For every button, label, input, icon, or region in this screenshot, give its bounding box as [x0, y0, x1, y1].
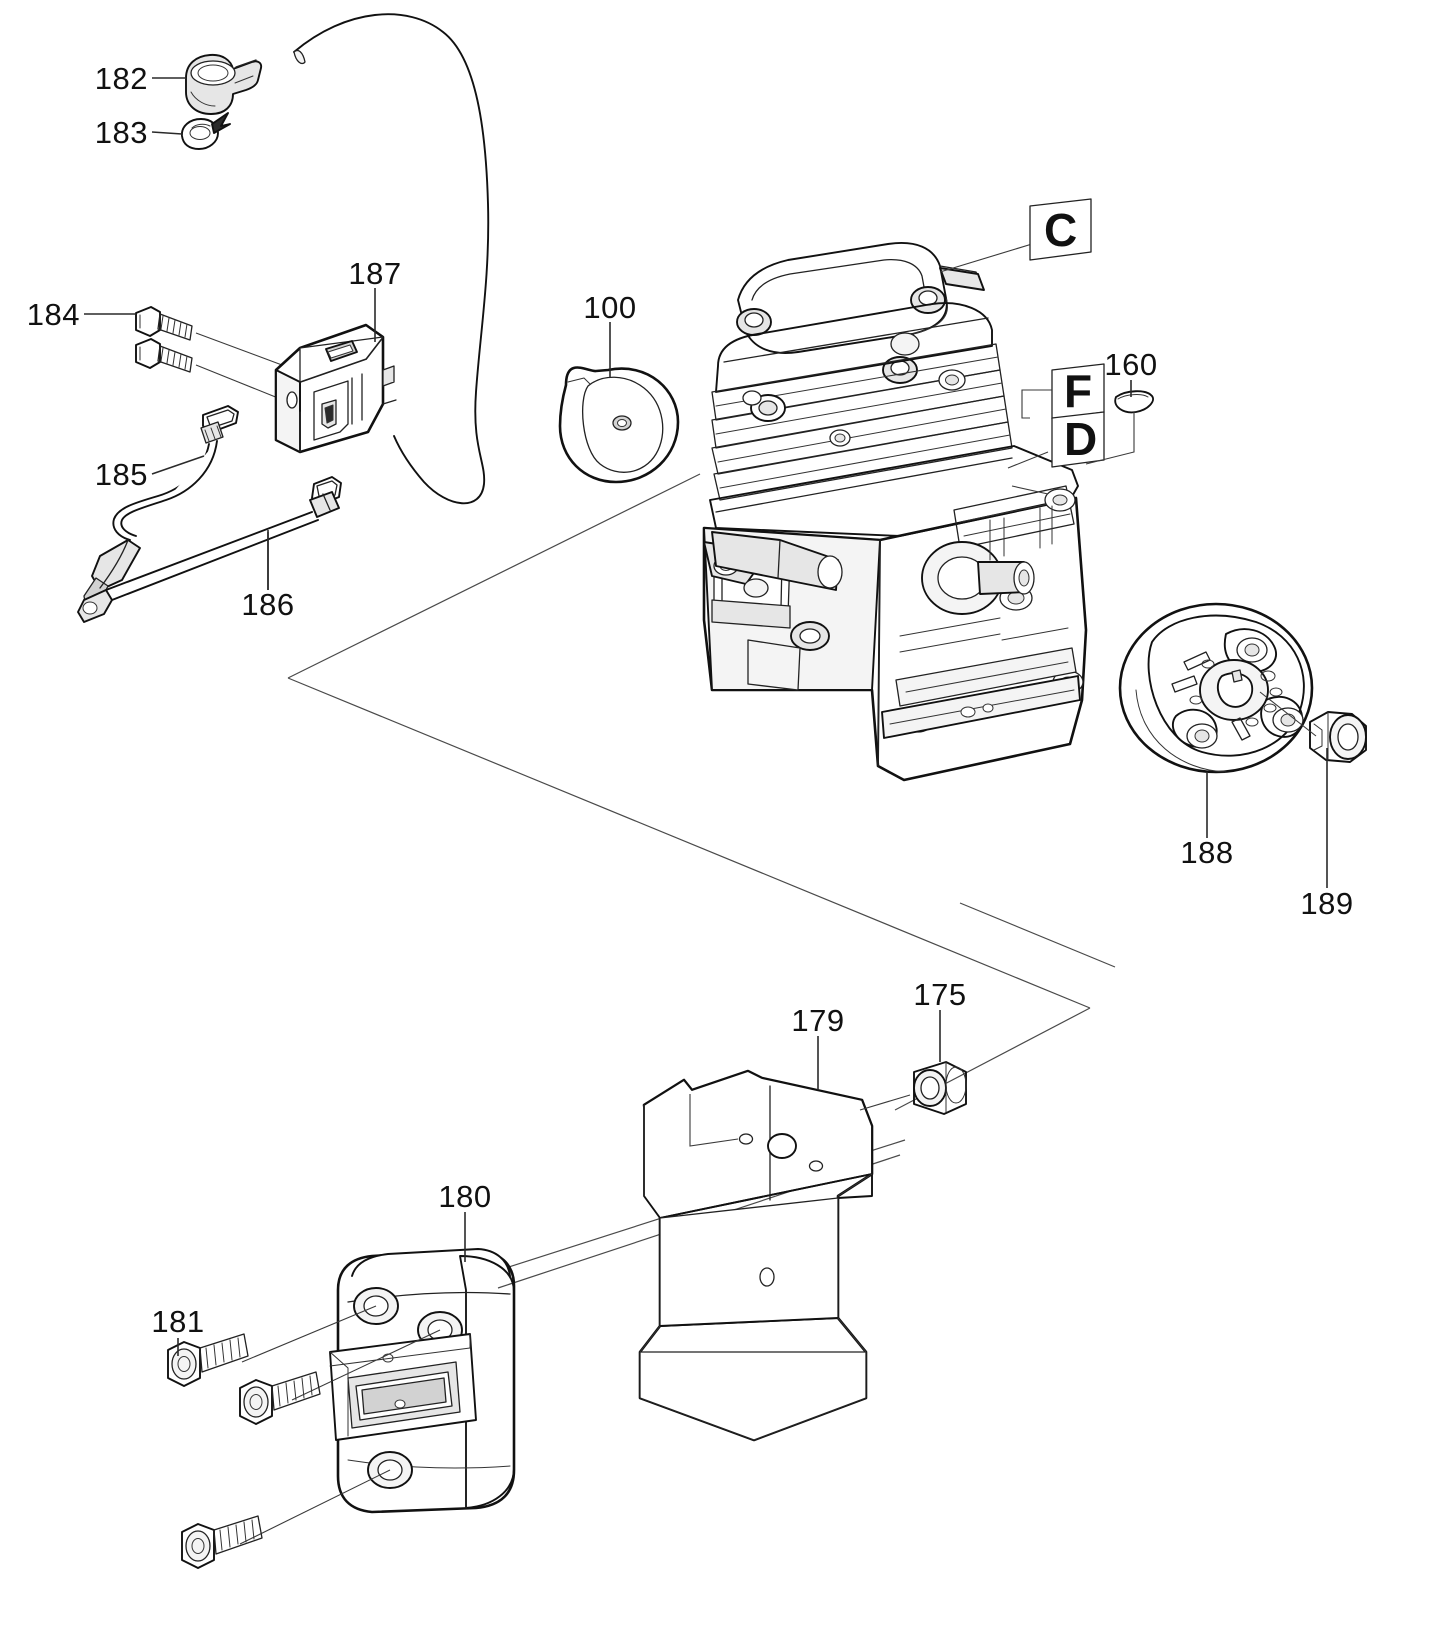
muffler-bolt-1 — [167, 1333, 249, 1387]
muffler-bolt-3 — [181, 1515, 263, 1569]
callout-187: 187 — [348, 256, 401, 291]
callout-leader-lines — [84, 77, 1328, 1356]
stop-switch-wire — [77, 476, 342, 623]
reference-letter-C: C — [1044, 204, 1077, 256]
exhaust-spacer-part — [913, 1061, 967, 1115]
callout-184: 184 — [27, 297, 80, 332]
callout-183: 183 — [95, 115, 148, 150]
reference-box-F: F — [1021, 363, 1105, 420]
callout-188: 188 — [1180, 835, 1233, 870]
callout-labels: 182 183 184 185 186 187 100 160 188 189 … — [27, 61, 1353, 1339]
clutch-assembly-part — [1118, 602, 1314, 774]
woodruff-key-part — [1085, 390, 1154, 465]
muffler-bolts — [167, 1333, 321, 1569]
reference-box-D: D — [1051, 411, 1105, 468]
reference-letter-D: D — [1064, 413, 1097, 465]
flange-nut-part — [1259, 691, 1367, 763]
callout-100: 100 — [583, 290, 636, 325]
coil-mounting-screws — [135, 306, 283, 399]
callout-175: 175 — [913, 977, 966, 1012]
ground-lead-wire — [83, 405, 239, 609]
callout-185: 185 — [95, 457, 148, 492]
callout-179: 179 — [791, 1003, 844, 1038]
reference-letter-F: F — [1064, 365, 1092, 417]
spring-clip-part — [181, 112, 231, 150]
callout-180: 180 — [438, 1179, 491, 1214]
muffler-bolt-2 — [239, 1371, 321, 1425]
muffler-heat-shield-part — [638, 1069, 911, 1442]
spark-plug-cap-part — [185, 53, 263, 115]
callout-181: 181 — [151, 1304, 204, 1339]
ignition-coil-ht-lead — [293, 13, 490, 505]
ignition-coil-body — [274, 323, 397, 454]
reference-box-C: C — [1029, 198, 1092, 261]
callout-189: 189 — [1300, 886, 1353, 921]
callout-182: 182 — [95, 61, 148, 96]
crankcase-plug-disc — [558, 366, 680, 484]
callout-186: 186 — [241, 587, 294, 622]
muffler-part — [239, 1248, 516, 1545]
callout-160: 160 — [1104, 347, 1157, 382]
engine-block-assembly — [702, 242, 1088, 782]
